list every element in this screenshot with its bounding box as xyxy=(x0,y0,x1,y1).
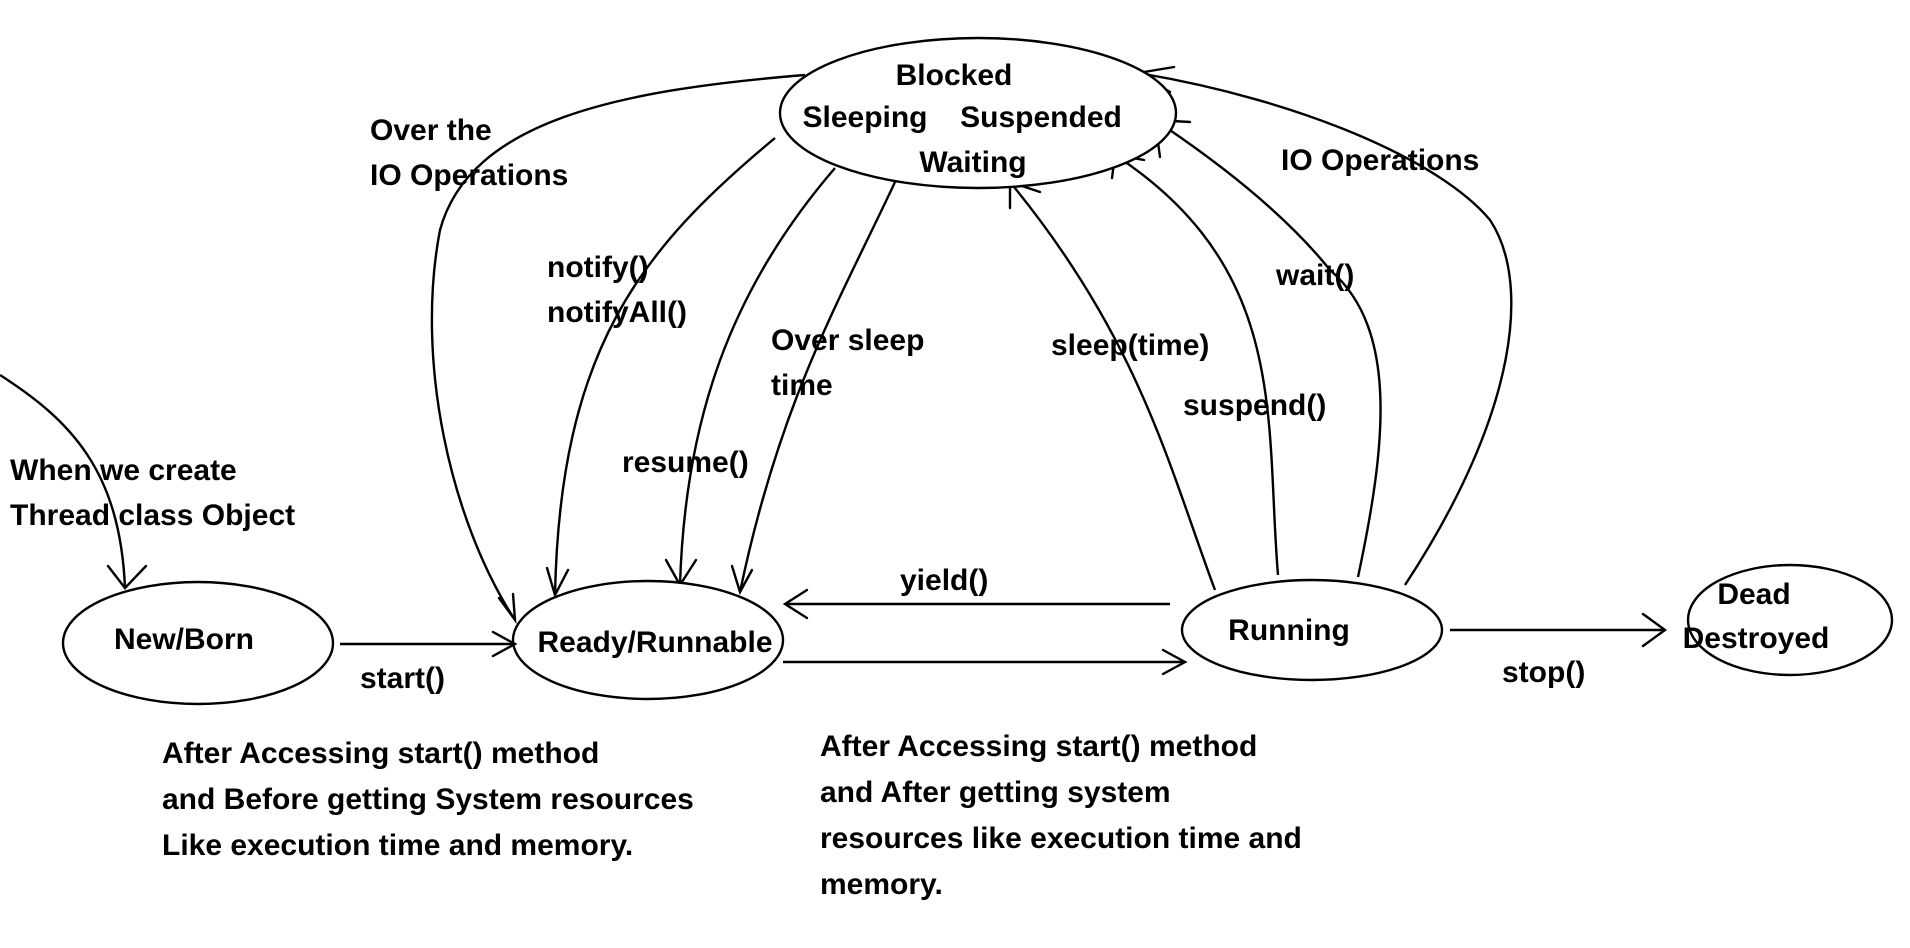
note-create-line2: Thread class Object xyxy=(10,499,295,532)
label-stop: stop() xyxy=(1502,656,1585,689)
arrowhead-notify xyxy=(545,566,570,599)
blocked-label-line1: Blocked xyxy=(896,59,1013,92)
ready-runnable-label: Ready/Runnable xyxy=(537,626,772,659)
edge-create-to-new xyxy=(0,373,127,589)
edge-sleep-over-to-ready xyxy=(738,181,897,593)
arrowhead-stop xyxy=(1641,612,1668,648)
note-running-line4: memory. xyxy=(820,868,943,901)
edge-sleep-to-blocked xyxy=(1009,181,1217,591)
arrowhead-io-done xyxy=(497,592,517,625)
running-label: Running xyxy=(1228,614,1350,647)
arrowhead-yield xyxy=(782,588,809,620)
label-wait: wait() xyxy=(1275,259,1354,292)
label-suspend: suspend() xyxy=(1183,389,1326,422)
label-io-done-line2: IO Operations xyxy=(370,159,568,192)
note-ready-line2: and Before getting System resources xyxy=(162,783,694,816)
label-notify-line2: notifyAll() xyxy=(547,296,687,329)
dead-label-line1: Dead xyxy=(1717,578,1790,611)
state-ready-runnable xyxy=(511,579,785,701)
edge-wait-to-blocked xyxy=(1154,119,1382,578)
edge-io-ops-to-blocked xyxy=(1137,71,1513,586)
dead-label-line2: Destroyed xyxy=(1683,622,1830,655)
note-running-line2: and After getting system xyxy=(820,776,1171,809)
state-blocked xyxy=(778,36,1178,190)
note-create-line1: When we create xyxy=(10,454,237,487)
edge-resume-to-ready xyxy=(678,167,836,586)
state-dead xyxy=(1686,563,1894,677)
label-sleep-over-line1: Over sleep xyxy=(771,324,924,357)
note-running-line1: After Accessing start() method xyxy=(820,730,1257,763)
blocked-label-suspended: Suspended xyxy=(960,101,1122,134)
blocked-label-sleeping: Sleeping xyxy=(802,101,927,134)
edge-suspend-to-blocked xyxy=(1114,153,1280,576)
new-born-label: New/Born xyxy=(114,623,254,656)
note-ready-line3: Like execution time and memory. xyxy=(162,829,633,862)
note-running-line3: resources like execution time and xyxy=(820,822,1302,855)
arrowhead-create xyxy=(106,564,148,590)
label-resume: resume() xyxy=(622,446,749,479)
label-io-done-line1: Over the xyxy=(370,114,492,147)
state-new-born xyxy=(61,580,335,706)
label-sleep: sleep(time) xyxy=(1051,329,1209,362)
arrowhead-start xyxy=(491,630,518,658)
arrowhead-dispatch xyxy=(1161,648,1188,676)
label-io-ops: IO Operations xyxy=(1281,144,1479,177)
label-yield: yield() xyxy=(900,564,988,597)
label-sleep-over-line2: time xyxy=(771,369,833,402)
label-notify-line1: notify() xyxy=(547,251,649,284)
arrowhead-sleep-over xyxy=(730,564,754,596)
edge-io-done-to-ready xyxy=(430,73,806,621)
label-start: start() xyxy=(360,662,445,695)
edge-notify-to-ready xyxy=(553,137,776,596)
state-running xyxy=(1180,578,1444,682)
blocked-label-waiting: Waiting xyxy=(919,146,1026,179)
note-ready-line1: After Accessing start() method xyxy=(162,737,599,770)
